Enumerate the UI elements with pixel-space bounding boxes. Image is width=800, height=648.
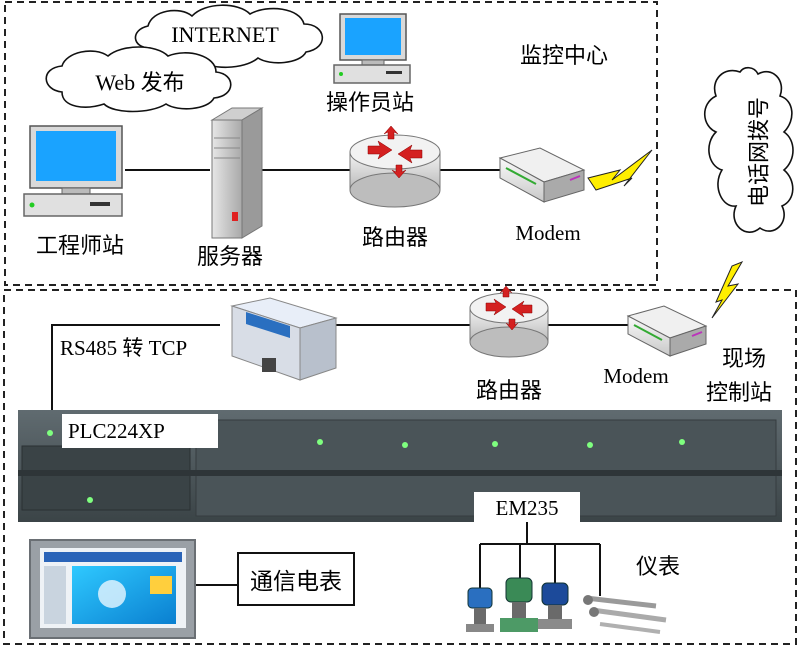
em-label-bg — [474, 492, 580, 522]
modem-top — [498, 147, 586, 203]
router-bottom — [469, 285, 549, 358]
operator-station-computer — [333, 13, 411, 84]
field-station-region — [3, 289, 797, 645]
server-tower — [210, 107, 264, 239]
lightning-bottom-icon — [711, 260, 744, 319]
modem-top-label: Modem — [515, 221, 580, 245]
comm-meter-box — [237, 552, 355, 606]
field-station-title-line1: 现场 — [722, 347, 766, 372]
field-station-title-line2: 控制站 — [706, 381, 772, 406]
monitor-center-title: 监控中心 — [520, 44, 608, 69]
phone-dialup-label: 电话网拨号 — [748, 97, 773, 207]
hmi-touch-panel — [29, 539, 196, 639]
router-arrows-icon — [485, 285, 533, 331]
internet-cloud: INTERNET — [134, 4, 324, 69]
monitor-center-region — [4, 1, 658, 286]
pressure-transmitter-1 — [466, 587, 494, 632]
modem-bottom — [626, 305, 708, 357]
pressure-transmitter-3 — [538, 582, 572, 629]
router-top-label: 路由器 — [362, 226, 428, 251]
server-label: 服务器 — [197, 245, 263, 270]
instrument-transmitters — [466, 577, 667, 634]
web-publish-label: Web 发布 — [95, 70, 184, 95]
field-network-lines — [51, 324, 628, 596]
engineer-station-label: 工程师站 — [36, 234, 124, 259]
router-bottom-label: 路由器 — [476, 379, 542, 404]
instruments-label: 仪表 — [636, 555, 680, 580]
plc-label-bg — [62, 414, 218, 448]
phone-network-cloud: 电话网拨号 — [703, 66, 794, 233]
pressure-transmitter-2 — [500, 577, 538, 632]
comm-meter-label: 通信电表 — [250, 569, 342, 595]
web-publish-cloud: Web 发布 — [45, 46, 232, 113]
temperature-probes — [583, 595, 667, 634]
converter-label: RS485 转 TCP — [60, 336, 187, 360]
plc-label: PLC224XP — [68, 419, 165, 443]
em235-label: EM235 — [496, 496, 559, 520]
modem-bottom-label: Modem — [603, 364, 668, 388]
rs485-tcp-converter — [230, 297, 338, 381]
internet-label: INTERNET — [171, 22, 279, 47]
router-arrows-icon — [367, 125, 423, 179]
operator-station-label: 操作员站 — [326, 91, 414, 116]
engineer-station-computer — [23, 125, 123, 217]
plc-status-leds — [47, 430, 685, 503]
lightning-top-icon — [587, 149, 653, 191]
router-top — [349, 125, 441, 208]
